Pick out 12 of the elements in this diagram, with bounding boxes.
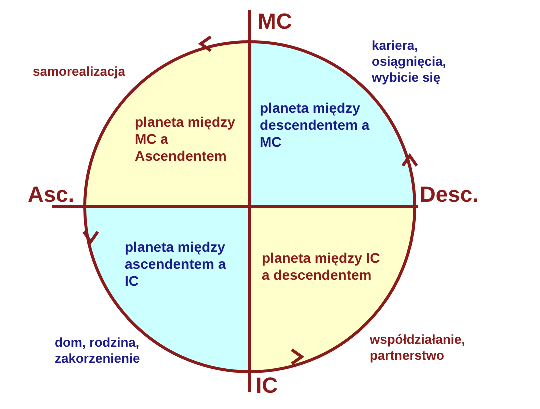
theme-label: samorealizacja xyxy=(33,64,126,80)
quadrant-label: planeta między MC a Ascendentem xyxy=(135,114,236,165)
theme-label: współdziałanie, partnerstwo xyxy=(370,332,466,364)
theme-label: dom, rodzina, zakorzenienie xyxy=(55,335,142,367)
axis-label: Desc. xyxy=(420,183,479,207)
quadrant-label: planeta między IC a descendentem xyxy=(262,250,382,284)
axis-label: IC xyxy=(256,374,278,398)
axis-label: Asc. xyxy=(28,183,74,207)
quadrant-label: planeta między ascendentem a IC xyxy=(125,239,228,290)
quadrant-label: planeta między descendentem a MC xyxy=(260,100,370,151)
axis-label: MC xyxy=(258,10,292,34)
theme-label: kariera, osiągnięcia, wybicie się xyxy=(372,38,448,86)
